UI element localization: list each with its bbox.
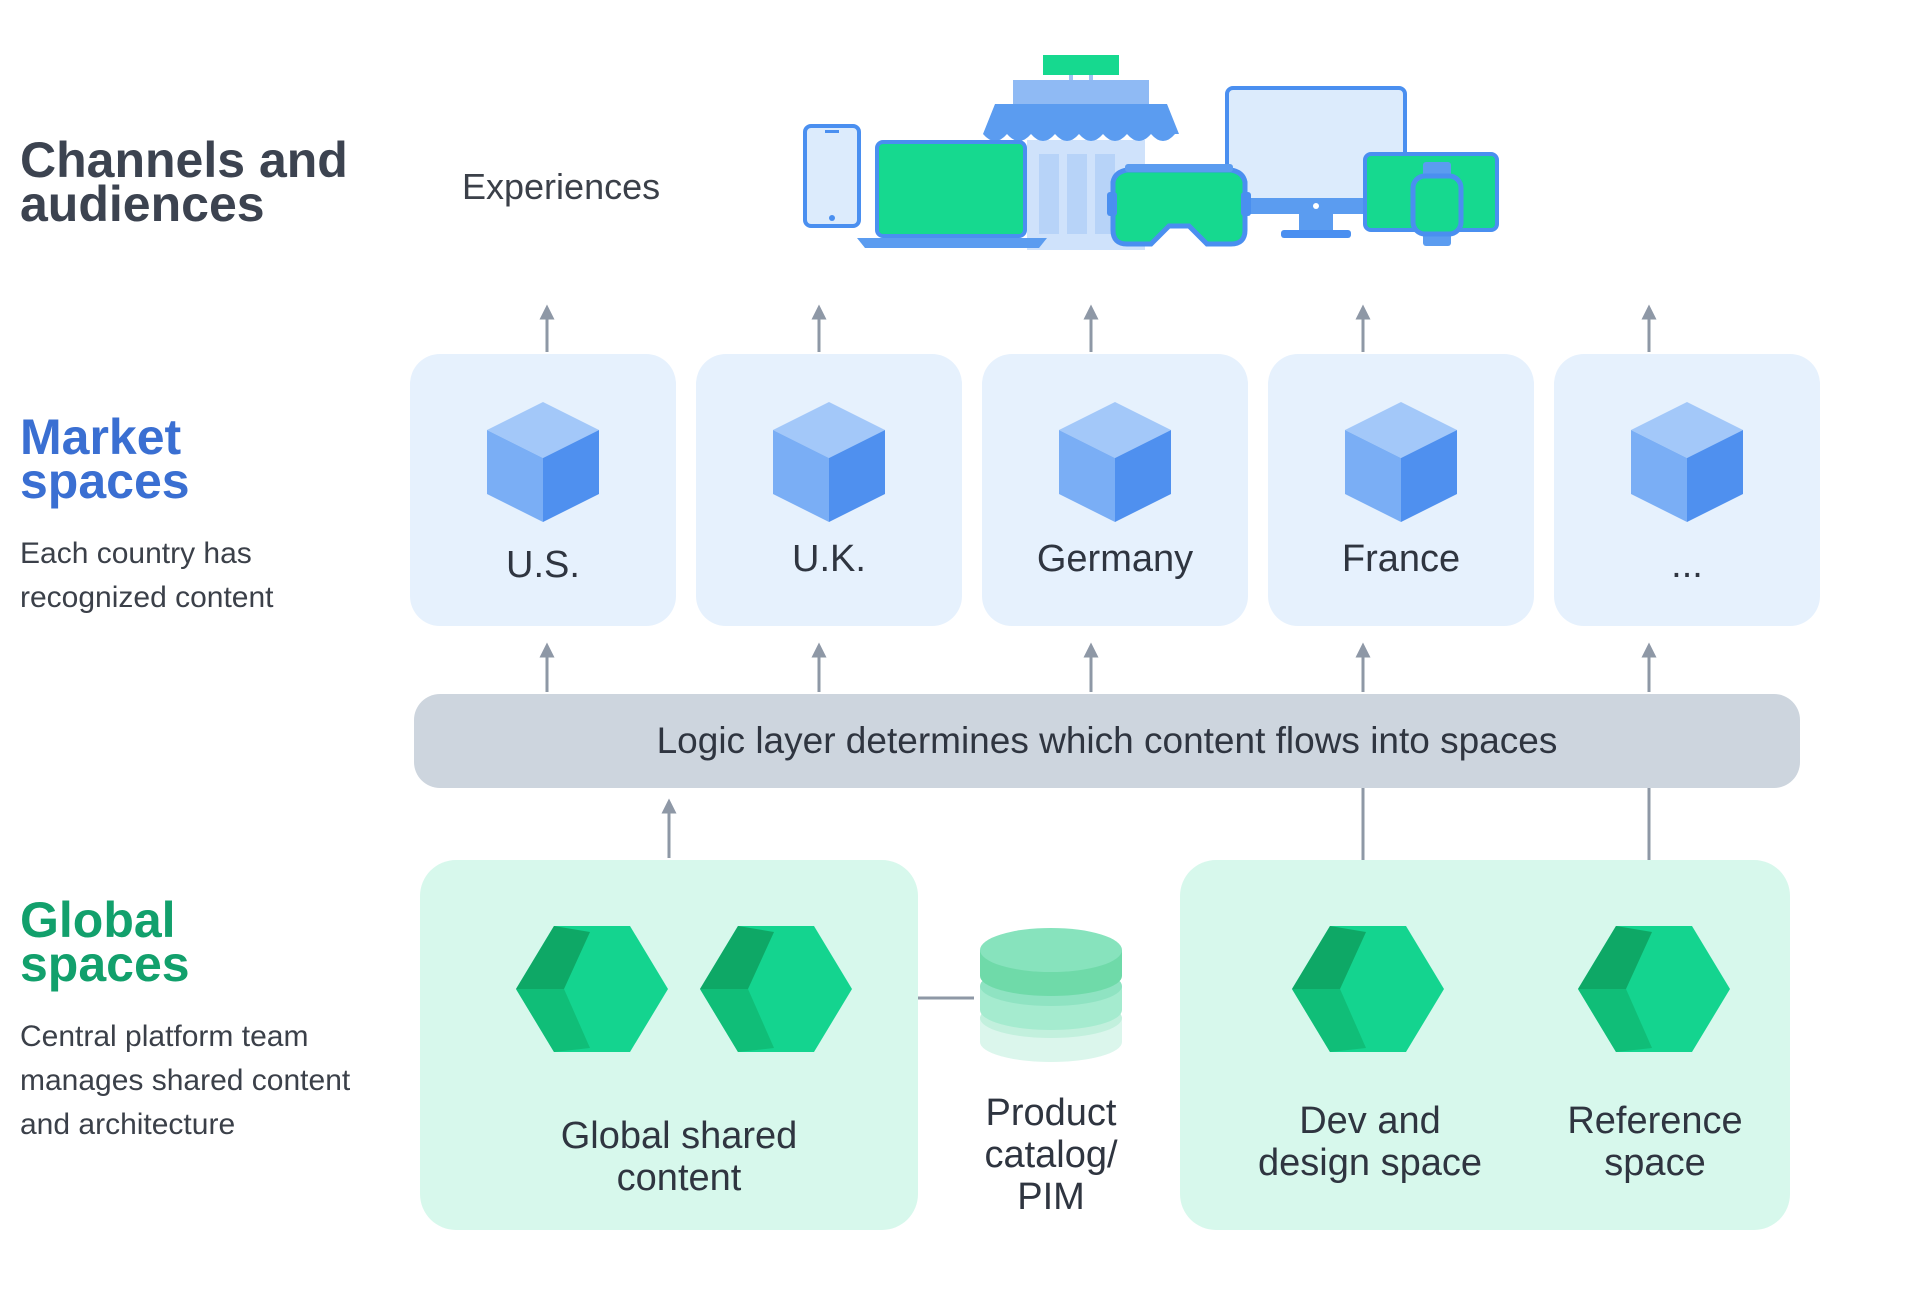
market-spaces-heading: Market spaces — [20, 409, 190, 509]
market-space-card: ... — [1554, 354, 1820, 626]
cube-icon — [773, 402, 885, 522]
hexagon-icon — [1292, 926, 1444, 1052]
phone-icon — [803, 124, 861, 228]
vr-headset-icon — [1107, 164, 1251, 247]
experiences-label: Experiences — [462, 166, 661, 207]
hexagon-icon — [1578, 926, 1730, 1052]
global-spaces-description: Central platform team manages shared con… — [20, 1020, 351, 1141]
market-space-name: U.K. — [792, 538, 866, 580]
product-catalog-label: Product catalog/ PIM — [984, 1092, 1118, 1218]
channels-heading: Channels and audiences — [20, 132, 348, 232]
logic-layer-bar: Logic layer determines which content flo… — [414, 694, 1800, 788]
smartwatch-icon — [1410, 162, 1464, 246]
cube-icon — [1059, 402, 1171, 522]
market-space-card: U.S. — [410, 354, 676, 626]
reference-space-label: Reference space — [1567, 1100, 1743, 1184]
market-space-name: France — [1341, 538, 1461, 580]
market-space-card: Germany — [982, 354, 1248, 626]
global-shared-content-label: Global shared content — [560, 1115, 798, 1199]
global-spaces-heading: Global spaces — [20, 892, 190, 992]
dev-design-space-label: Dev and design space — [1258, 1100, 1482, 1184]
market-space-name: ... — [1671, 544, 1703, 586]
market-space-name: U.S. — [506, 544, 580, 586]
desktop-monitor-icon — [1225, 86, 1407, 238]
laptop-icon — [857, 140, 1047, 248]
global-shared-content-box: Global shared content — [420, 860, 918, 1230]
market-space-card: France — [1268, 354, 1534, 626]
cube-icon — [1345, 402, 1457, 522]
market-spaces-description: Each country has recognized content — [20, 537, 274, 614]
market-space-name: Germany — [1036, 538, 1194, 580]
storefront-icon — [983, 55, 1179, 250]
market-space-card: U.K. — [696, 354, 962, 626]
cube-icon — [487, 402, 599, 522]
dev-and-reference-box: Dev and design space Reference space — [1180, 860, 1790, 1230]
hexagon-icon — [516, 926, 668, 1052]
database-icon — [980, 928, 1122, 1062]
hexagon-icon — [700, 926, 852, 1052]
cube-icon — [1631, 402, 1743, 522]
devices-illustration — [803, 55, 1499, 250]
